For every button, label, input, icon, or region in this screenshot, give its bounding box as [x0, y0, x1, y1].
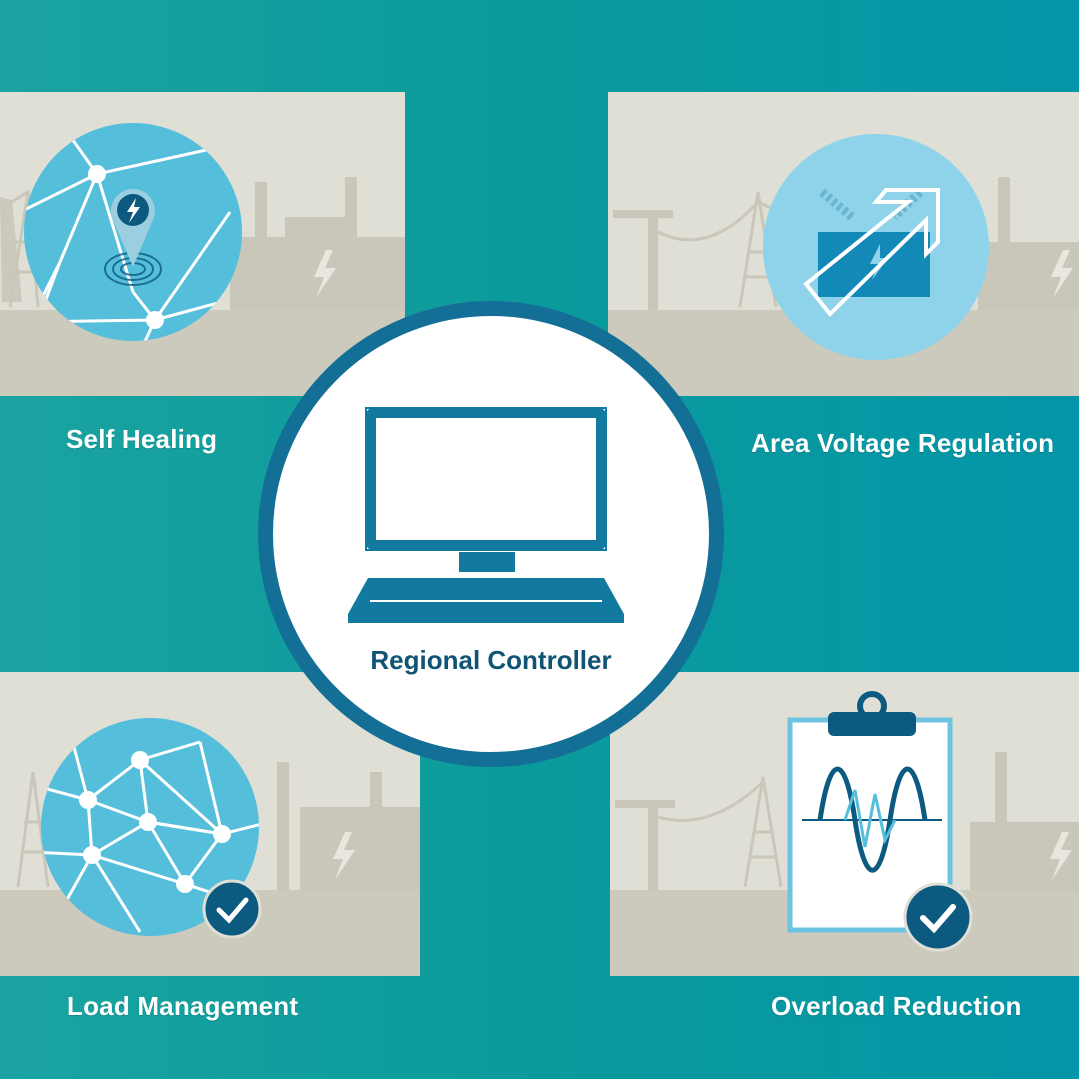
load-management-panel [0, 672, 420, 976]
regional-controller-label: Regional Controller [370, 645, 612, 675]
transformer-arrow-icon [763, 134, 989, 360]
lightning-icon [1050, 832, 1072, 880]
load-management-label: Load Management [67, 991, 299, 1021]
area-voltage-regulation-panel [608, 92, 1079, 396]
area-voltage-regulation-label: Area Voltage Regulation [751, 428, 1055, 458]
lightning-icon [333, 832, 355, 880]
lightning-icon [314, 250, 336, 298]
clipboard-wave-check-icon [787, 691, 973, 952]
industrial-skyline [0, 177, 405, 317]
lightning-icon [1051, 250, 1073, 298]
industrial-skyline [277, 762, 420, 897]
grid-location-pin-icon [24, 123, 242, 341]
mesh-network-check-icon [41, 718, 262, 939]
self-healing-label: Self Healing [66, 424, 218, 454]
overload-reduction-panel [610, 672, 1079, 976]
computer-icon [348, 407, 624, 623]
overload-reduction-label: Overload Reduction [771, 991, 1022, 1021]
